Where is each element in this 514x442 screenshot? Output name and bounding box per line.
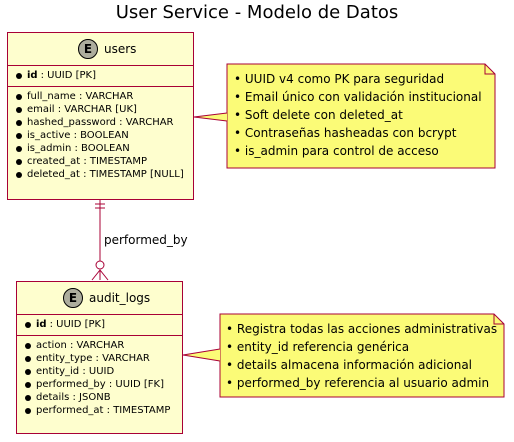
entity-badge-icon: E bbox=[63, 288, 83, 308]
attribute-text: performed_at : TIMESTAMP bbox=[36, 405, 171, 416]
bullet-icon bbox=[25, 321, 31, 328]
attribute-row: entity_type : VARCHAR bbox=[17, 352, 182, 365]
bullet-icon bbox=[16, 158, 22, 165]
attribute-row: hashed_password : VARCHAR bbox=[8, 116, 193, 129]
pk-name: id bbox=[27, 70, 38, 81]
zero-marker bbox=[95, 260, 105, 270]
entity-badge-icon: E bbox=[78, 39, 98, 59]
attribute-text: performed_by : UUID [FK] bbox=[36, 379, 164, 390]
bullet-icon bbox=[16, 93, 22, 100]
entity-audit-logs-pk-section: id : UUID [PK] bbox=[17, 315, 182, 336]
pk-type: : UUID [PK] bbox=[49, 319, 105, 330]
entity-users-pk-section: id : UUID [PK] bbox=[8, 66, 193, 87]
note-line: • is_admin para control de acceso bbox=[234, 144, 439, 158]
note-audit-pointer bbox=[182, 348, 221, 362]
note-users-pointer bbox=[193, 112, 228, 122]
pk-name: id bbox=[36, 319, 47, 330]
attribute-text: full_name : VARCHAR bbox=[27, 91, 134, 102]
note-line: • Registra todas las acciones administra… bbox=[226, 322, 498, 336]
note-users: • UUID v4 como PK para seguridad • Email… bbox=[234, 70, 489, 160]
attribute-text: email : VARCHAR [UK] bbox=[27, 104, 137, 115]
entity-users-pk: id : UUID [PK] bbox=[8, 69, 193, 82]
entity-audit-logs-header: E audit_logs bbox=[17, 282, 182, 315]
note-users-shape bbox=[226, 63, 496, 169]
attribute-row: deleted_at : TIMESTAMP [NULL] bbox=[8, 168, 193, 181]
bullet-icon bbox=[16, 132, 22, 139]
attribute-row: full_name : VARCHAR bbox=[8, 90, 193, 103]
attribute-row: details : JSONB bbox=[17, 391, 182, 404]
attribute-row: is_admin : BOOLEAN bbox=[8, 142, 193, 155]
note-line: • UUID v4 como PK para seguridad bbox=[234, 72, 445, 86]
attribute-text: hashed_password : VARCHAR bbox=[27, 117, 174, 128]
note-line: • entity_id referencia genérica bbox=[226, 340, 410, 354]
attribute-text: created_at : TIMESTAMP bbox=[27, 156, 148, 167]
attribute-text: deleted_at : TIMESTAMP [NULL] bbox=[27, 169, 184, 180]
note-users-fold bbox=[484, 64, 495, 75]
entity-users: E users id : UUID [PK] full_name : VARCH… bbox=[7, 32, 194, 200]
note-line: • Contraseñas hasheadas con bcrypt bbox=[234, 126, 457, 140]
bullet-icon bbox=[25, 381, 31, 388]
entity-audit-logs: E audit_logs id : UUID [PK] action : VAR… bbox=[16, 281, 183, 434]
bullet-icon bbox=[25, 368, 31, 375]
attribute-text: is_active : BOOLEAN bbox=[27, 130, 129, 141]
note-audit-fold bbox=[493, 314, 504, 325]
diagram-title: User Service - Modelo de Datos bbox=[115, 2, 399, 23]
many-marker bbox=[91, 269, 109, 281]
entity-audit-logs-attributes: action : VARCHAR entity_type : VARCHAR e… bbox=[17, 336, 182, 420]
bullet-icon bbox=[25, 394, 31, 401]
attribute-row: performed_by : UUID [FK] bbox=[17, 378, 182, 391]
attribute-row: is_active : BOOLEAN bbox=[8, 129, 193, 142]
bullet-icon bbox=[16, 145, 22, 152]
attribute-text: entity_id : UUID bbox=[36, 366, 115, 377]
bullet-icon bbox=[25, 355, 31, 362]
pk-type: : UUID [PK] bbox=[40, 70, 96, 81]
attribute-text: entity_type : VARCHAR bbox=[36, 353, 150, 364]
note-line: • Soft delete con deleted_at bbox=[234, 108, 403, 122]
note-audit-logs: • Registra todas las acciones administra… bbox=[226, 320, 498, 392]
entity-users-name: users bbox=[104, 42, 137, 56]
bullet-icon bbox=[16, 171, 22, 178]
attribute-row: entity_id : UUID bbox=[17, 365, 182, 378]
bullet-icon bbox=[16, 106, 22, 113]
bullet-icon bbox=[25, 407, 31, 414]
bullet-icon bbox=[16, 119, 22, 126]
attribute-text: is_admin : BOOLEAN bbox=[27, 143, 130, 154]
attribute-row: action : VARCHAR bbox=[17, 339, 182, 352]
bullet-icon bbox=[16, 72, 22, 79]
entity-audit-logs-name: audit_logs bbox=[89, 291, 151, 305]
attribute-row: performed_at : TIMESTAMP bbox=[17, 404, 182, 417]
note-audit-shape bbox=[219, 313, 505, 398]
note-line: • performed_by referencia al usuario adm… bbox=[226, 376, 490, 390]
attribute-text: details : JSONB bbox=[36, 392, 111, 403]
relationship-label: performed_by bbox=[104, 233, 188, 247]
bullet-icon bbox=[25, 342, 31, 349]
note-line: • details almacena información adicional bbox=[226, 358, 473, 372]
attribute-row: created_at : TIMESTAMP bbox=[8, 155, 193, 168]
attribute-text: action : VARCHAR bbox=[36, 340, 125, 351]
entity-users-attributes: full_name : VARCHAR email : VARCHAR [UK]… bbox=[8, 87, 193, 184]
attribute-row: email : VARCHAR [UK] bbox=[8, 103, 193, 116]
note-line: • Email único con validación institucion… bbox=[234, 90, 482, 104]
entity-users-header: E users bbox=[8, 33, 193, 66]
entity-audit-logs-pk: id : UUID [PK] bbox=[17, 318, 182, 331]
